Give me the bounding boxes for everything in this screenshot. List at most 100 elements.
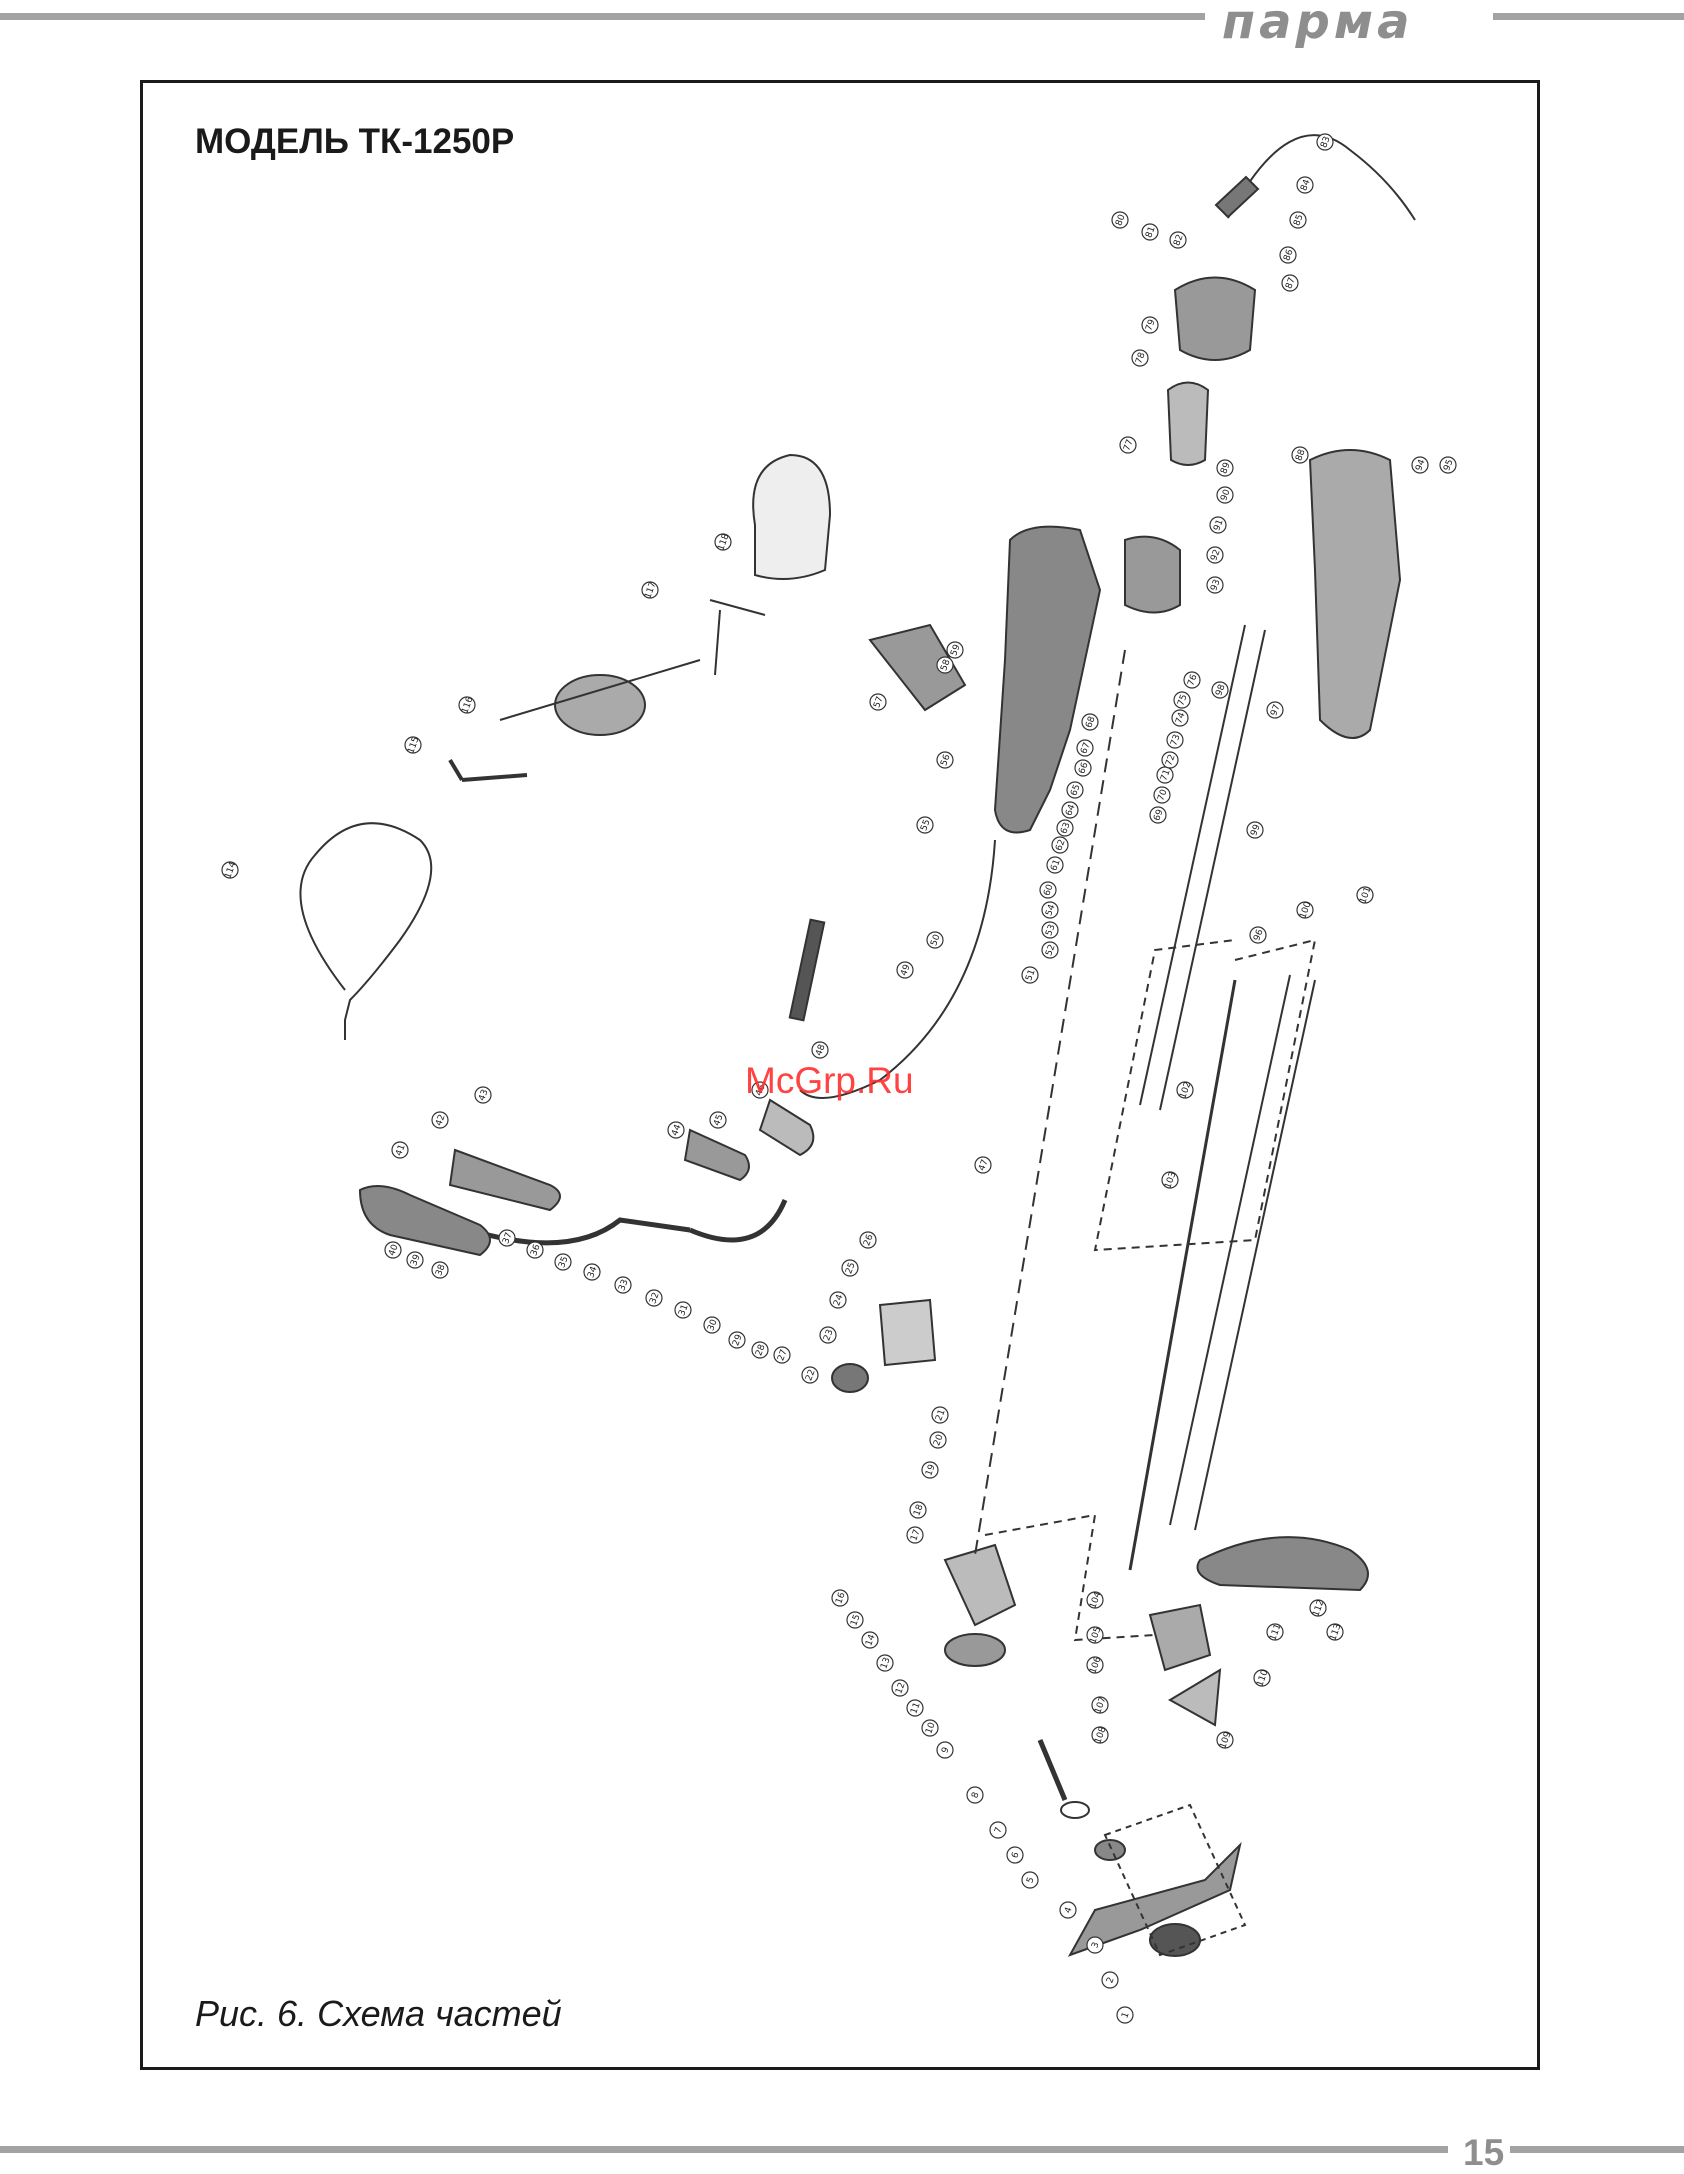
- power-cord: [1227, 134, 1416, 221]
- guard-bracket: [1148, 1603, 1212, 1672]
- callout-circle-12: [891, 1679, 909, 1697]
- callout-label-93: 93: [1209, 578, 1222, 592]
- callout-label-18: 18: [912, 1503, 925, 1517]
- callout-circle-110: [1253, 1669, 1271, 1687]
- callout-label-58: 58: [939, 658, 952, 672]
- callout-label-95: 95: [1442, 458, 1455, 472]
- callout-circle-54: [1041, 901, 1059, 919]
- callout-circle-87: [1281, 274, 1299, 292]
- callout-circle-8: [966, 1786, 984, 1804]
- callout-label-44: 44: [670, 1123, 683, 1137]
- callout-label-2: 2: [1105, 1976, 1116, 1985]
- callout-label-85: 85: [1292, 213, 1305, 227]
- blade-dash-box: [1103, 1803, 1247, 1957]
- callout-label-23: 23: [822, 1328, 835, 1342]
- callout-circle-106: [1086, 1656, 1104, 1674]
- callout-label-31: 31: [677, 1303, 690, 1317]
- callout-circle-85: [1289, 211, 1307, 229]
- canister: [752, 453, 832, 580]
- callout-label-49: 49: [899, 963, 912, 977]
- callout-label-50: 50: [929, 933, 942, 947]
- callout-circle-78: [1131, 349, 1149, 367]
- callout-circle-55: [916, 816, 934, 834]
- callout-label-70: 70: [1156, 788, 1169, 802]
- callout-circle-81: [1141, 223, 1159, 241]
- callout-circle-70: [1153, 786, 1171, 804]
- gear-head: [943, 1543, 1017, 1627]
- callout-circle-26: [859, 1231, 877, 1249]
- callout-circle-20: [929, 1431, 947, 1449]
- callout-circle-114: [221, 861, 239, 879]
- callout-label-43: 43: [477, 1088, 490, 1102]
- callout-label-28: 28: [754, 1343, 767, 1357]
- callout-label-33: 33: [617, 1278, 630, 1292]
- callout-circle-58: [936, 656, 954, 674]
- callout-label-71: 71: [1159, 768, 1172, 782]
- callout-circle-31: [674, 1301, 692, 1319]
- cord-plug-sleeve: [1214, 175, 1260, 219]
- callout-circle-61: [1046, 856, 1064, 874]
- callout-circle-53: [1041, 921, 1059, 939]
- callout-label-90: 90: [1219, 488, 1232, 502]
- callout-circle-96: [1249, 926, 1267, 944]
- callout-circle-64: [1061, 801, 1079, 819]
- callout-circle-88: [1291, 446, 1309, 464]
- callout-circle-10: [921, 1719, 939, 1737]
- grip-left: [358, 1185, 491, 1257]
- callout-circle-115: [404, 736, 422, 754]
- callout-circle-52: [1041, 941, 1059, 959]
- callout-circle-39: [406, 1251, 424, 1269]
- callout-label-21: 21: [934, 1408, 947, 1422]
- callout-circle-23: [819, 1326, 837, 1344]
- callout-label-39: 39: [409, 1253, 422, 1267]
- callout-circle-79: [1141, 316, 1159, 334]
- callout-circle-25: [841, 1259, 859, 1277]
- callout-label-45: 45: [712, 1113, 725, 1127]
- callout-circle-98: [1211, 681, 1229, 699]
- callout-label-91: 91: [1212, 518, 1225, 532]
- callout-circle-41: [391, 1141, 409, 1159]
- tube-upper-edge: [1139, 624, 1246, 1106]
- callout-label-68: 68: [1084, 715, 1097, 729]
- callout-circle-73: [1166, 731, 1184, 749]
- callout-label-35: 35: [557, 1255, 570, 1269]
- callout-label-40: 40: [387, 1243, 400, 1257]
- watermark: McGrp.Ru: [745, 1060, 914, 1101]
- callout-label-69: 69: [1152, 808, 1165, 822]
- drive-shaft: [1128, 979, 1237, 1571]
- callout-circle-97: [1266, 701, 1284, 719]
- callout-circle-15: [846, 1611, 864, 1629]
- callout-circle-35: [554, 1253, 572, 1271]
- callout-circle-99: [1246, 821, 1264, 839]
- callout-circle-2: [1101, 1971, 1119, 1989]
- callout-label-17: 17: [909, 1528, 922, 1542]
- callout-circle-72: [1161, 751, 1179, 769]
- callout-circle-13: [876, 1654, 894, 1672]
- callout-label-30: 30: [706, 1318, 719, 1332]
- callout-label-55: 55: [919, 818, 932, 832]
- callout-label-65: 65: [1069, 783, 1082, 797]
- callout-circle-1: [1116, 2006, 1134, 2024]
- callout-label-8: 8: [970, 1791, 981, 1800]
- blade-guard: [1196, 1536, 1369, 1592]
- callout-circle-102: [1176, 1081, 1194, 1099]
- grip-upper-right: [683, 1128, 750, 1182]
- cutting-blade: [1067, 1841, 1242, 1957]
- callout-label-15: 15: [849, 1613, 862, 1627]
- callout-circle-43: [474, 1086, 492, 1104]
- callout-label-5: 5: [1025, 1876, 1036, 1885]
- callout-circle-24: [829, 1291, 847, 1309]
- callout-label-76: 76: [1186, 673, 1199, 687]
- callout-label-6: 6: [1010, 1851, 1021, 1860]
- callout-label-67: 67: [1079, 741, 1092, 755]
- t-wrench: [709, 599, 766, 676]
- callout-circle-108: [1091, 1726, 1109, 1744]
- callout-circle-50: [926, 931, 944, 949]
- callout-label-78: 78: [1134, 351, 1147, 365]
- callout-circle-36: [526, 1241, 544, 1259]
- header-rule-right: [1493, 13, 1684, 20]
- housing-right: [1308, 449, 1402, 739]
- trimmer-head: [554, 674, 646, 736]
- callout-circle-48: [811, 1041, 829, 1059]
- callout-label-82: 82: [1172, 233, 1185, 247]
